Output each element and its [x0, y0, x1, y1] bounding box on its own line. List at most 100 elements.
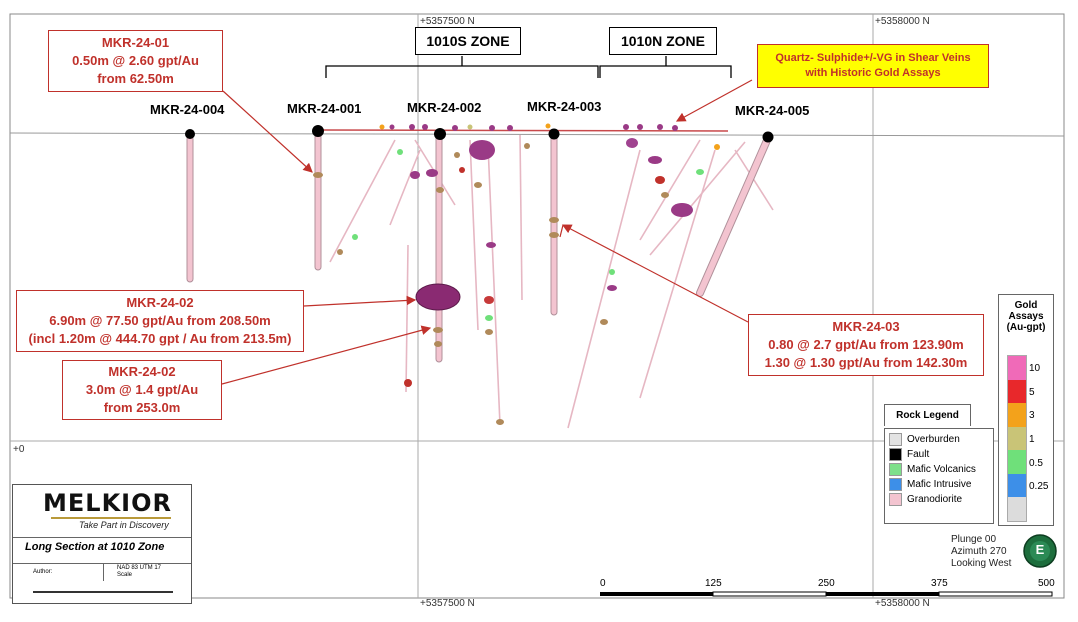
collar-label-mkr-24-004: MKR-24-004	[150, 102, 225, 117]
historic-drillholes	[329, 134, 774, 429]
callout-mkr-24-02a: MKR-24-02 6.90m @ 77.50 gpt/Au from 208.…	[16, 290, 304, 352]
collar-mkr-24-005	[762, 131, 774, 143]
trace-mkr-24-001	[314, 132, 322, 271]
trace-mkr-24-003	[550, 134, 558, 316]
scale-word: Scale	[117, 572, 133, 578]
collar-label-mkr-24-003: MKR-24-003	[527, 99, 602, 114]
gold-swatch	[1008, 497, 1026, 521]
callout-line-1: 0.50m @ 2.60 gpt/Au	[72, 53, 199, 68]
callout-mkr-24-02b: MKR-24-02 3.0m @ 1.4 gpt/Au from 253.0m	[62, 360, 222, 420]
rock-swatch	[889, 463, 902, 476]
gold-color-scale	[1007, 355, 1027, 522]
rock-legend-header: Rock Legend	[884, 404, 971, 426]
rock-legend-title: Rock Legend	[896, 410, 959, 421]
callout-hole-id: MKR-24-03	[832, 319, 900, 334]
gold-level-label: 3	[1029, 410, 1035, 422]
scale-tick-500: 500	[1038, 578, 1055, 589]
scale-bar	[600, 591, 1053, 597]
collar-mkr-24-004	[185, 129, 195, 139]
collar-mkr-24-003	[548, 128, 560, 140]
title-block: MELKIOR Take Part in Discovery Long Sect…	[12, 484, 192, 604]
gold-level-label: 1	[1029, 433, 1035, 445]
callout-leaders	[221, 79, 753, 385]
vein-note-line1: Quartz- Sulphide+/-VG in Shear Veins	[775, 52, 971, 64]
gold-swatch	[1008, 403, 1026, 427]
callout-line-1: 0.80 @ 2.7 gpt/Au from 123.90m	[768, 337, 964, 352]
gold-level-label: 5	[1029, 386, 1035, 398]
assay-intercepts	[313, 138, 720, 425]
collar-markers	[185, 125, 774, 143]
callout-mkr-24-03: MKR-24-03 0.80 @ 2.7 gpt/Au from 123.90m…	[748, 314, 984, 376]
logo-tagline: Take Part in Discovery	[79, 520, 169, 530]
topographic-surface	[9, 132, 1065, 137]
rock-swatch	[889, 433, 902, 446]
gold-swatch	[1008, 379, 1026, 404]
leader-mkr-24-03a	[561, 224, 749, 323]
rock-legend-row: Granodiorite	[889, 493, 993, 506]
collar-mkr-24-001	[312, 125, 324, 137]
callout-line-2: from 253.0m	[103, 400, 181, 415]
rock-legend-row: Fault	[889, 448, 993, 461]
map-frame	[9, 13, 1065, 599]
rock-label: Overburden	[907, 434, 960, 445]
gold-level-label: 10	[1029, 363, 1041, 375]
callout-line-2: (incl 1.20m @ 444.70 gpt / Au from 213.5…	[28, 331, 292, 346]
datum-label: NAD 83 UTM 17 Scale	[117, 565, 161, 579]
collar-label-mkr-24-001: MKR-24-001	[287, 101, 362, 116]
leader-mkr-24-02a	[303, 295, 417, 307]
gold-legend-title-2: Assays	[1008, 311, 1044, 322]
rock-swatch	[889, 478, 902, 491]
rock-swatch	[889, 493, 902, 506]
collar-mkr-24-002	[434, 128, 446, 140]
scale-tick-0: 0	[600, 578, 606, 589]
scale-tick-250: 250	[818, 578, 835, 589]
gold-swatch	[1008, 426, 1026, 451]
gold-legend-title-3: (Au-gpt)	[1006, 322, 1046, 333]
callout-line-1: 6.90m @ 77.50 gpt/Au from 208.50m	[49, 313, 271, 328]
section-title: Long Section at 1010 Zone	[25, 541, 165, 553]
callout-line-2: 1.30 @ 1.30 gpt/Au from 142.30m	[764, 355, 968, 370]
orientation-block: Plunge 00 Azimuth 270 Looking West	[951, 534, 1011, 570]
melkior-logo: MELKIOR	[43, 489, 172, 517]
scale-tick-125: 125	[705, 578, 722, 589]
gold-swatch	[1008, 450, 1026, 474]
historic-vein-trace	[319, 129, 729, 132]
grid-label-top-left: +5357500 N	[420, 16, 475, 27]
rock-label: Mafic Intrusive	[907, 479, 972, 490]
plunge-text: Plunge 00	[951, 534, 997, 545]
leader-vein-note	[675, 79, 753, 122]
callout-hole-id: MKR-24-01	[101, 35, 170, 50]
surface-vein-dots	[379, 123, 678, 131]
grid-label-elev-zero: +0	[13, 444, 25, 455]
rock-label: Mafic Volcanics	[907, 464, 976, 475]
looking-text: Looking West	[951, 558, 1012, 569]
rock-legend: Overburden Fault Mafic Volcanics Mafic I…	[884, 428, 994, 524]
callout-line-1: 3.0m @ 1.4 gpt/Au	[85, 382, 199, 397]
grid-label-top-right: +5358000 N	[875, 16, 930, 27]
compass-icon	[1023, 534, 1057, 568]
assay-disc-historic	[469, 140, 495, 160]
grid-label-bottom-right: +5358000 N	[875, 598, 930, 609]
collar-label-mkr-24-002: MKR-24-002	[407, 100, 482, 115]
leader-mkr-24-01	[222, 90, 313, 173]
author-label: Author:	[33, 569, 53, 575]
azimuth-text: Azimuth 270	[951, 546, 1007, 557]
compass-letter: E	[1035, 542, 1045, 557]
gold-level-label: 0.25	[1029, 481, 1049, 493]
zone-bracket-south	[325, 56, 599, 78]
scale-tick-375: 375	[931, 578, 948, 589]
leader-mkr-24-02b	[221, 325, 432, 385]
callout-hole-id: MKR-24-02	[108, 364, 176, 379]
rock-legend-row: Overburden	[889, 433, 993, 446]
vein-note-line2: with Historic Gold Assays	[805, 67, 941, 79]
datum-text: NAD 83 UTM 17	[117, 565, 162, 571]
zone-bracket-north	[599, 56, 732, 78]
rock-label: Granodiorite	[907, 494, 963, 505]
rock-swatch	[889, 448, 902, 461]
trace-mkr-24-004	[186, 135, 194, 283]
gold-swatch	[1008, 473, 1026, 498]
